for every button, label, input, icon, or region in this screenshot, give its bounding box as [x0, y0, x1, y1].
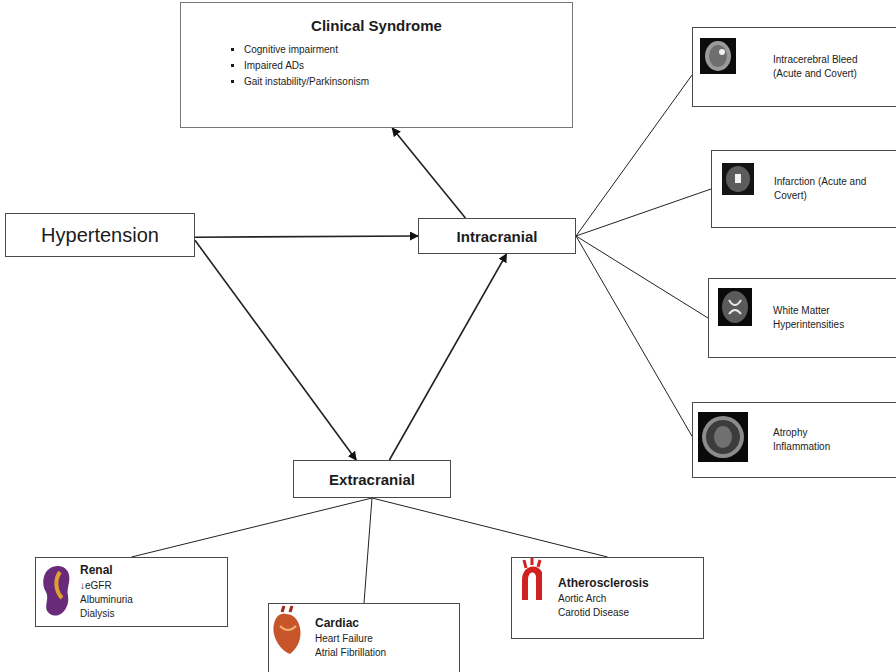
list-item: Impaired ADs	[191, 58, 562, 74]
organ-box: AtherosclerosisAortic ArchCarotid Diseas…	[511, 557, 704, 639]
box-content: Clinical SyndromeCognitive impairmentImp…	[191, 17, 562, 117]
box-content: Hypertension	[14, 218, 186, 252]
finding-label: White Matter Hyperintensities	[773, 304, 885, 332]
link-line	[364, 498, 372, 603]
kidney-icon	[43, 566, 69, 616]
list-item: Dialysis	[80, 607, 221, 621]
finding-label: Infarction (Acute and Covert)	[774, 175, 885, 203]
link-line	[372, 498, 608, 557]
link-line	[132, 498, 373, 557]
finding-label: Intracerebral Bleed (Acute and Covert)	[773, 53, 885, 81]
finding-box: Intracerebral Bleed (Acute and Covert)	[692, 27, 896, 107]
box-label: Hypertension	[14, 224, 186, 247]
box-content: CardiacHeart FailureAtrial Fibrillation	[315, 610, 453, 666]
box-title: Renal	[80, 563, 221, 577]
list-item: ↓eGFR	[80, 579, 221, 593]
box-content: Extracranial	[300, 465, 444, 493]
mri-wmh-icon	[718, 288, 752, 326]
box-content: Intracerebral Bleed (Acute and Covert)	[773, 34, 885, 100]
organ-box: Renal ↓eGFRAlbuminuriaDialysis	[35, 557, 228, 627]
box-content: AtrophyInflammation	[773, 409, 885, 471]
list-item: Aortic Arch	[558, 592, 697, 606]
box-title: Cardiac	[315, 616, 453, 630]
box-label: Extracranial	[300, 471, 444, 488]
ct-atrophy-icon	[698, 412, 748, 462]
category-box: Intracranial	[418, 218, 576, 254]
aorta-icon	[522, 558, 542, 600]
link-line	[576, 75, 692, 236]
finding-label: Atrophy	[773, 426, 885, 440]
link-line	[576, 189, 711, 236]
arrow-line	[195, 236, 418, 237]
arrow-line	[389, 254, 506, 460]
box-content: Infarction (Acute and Covert)	[774, 157, 885, 221]
list-item: Cognitive impairment	[191, 42, 562, 58]
box-content: Intracranial	[425, 223, 569, 249]
list-item: Heart Failure	[315, 632, 453, 646]
link-line	[576, 236, 708, 318]
box-content: Renal ↓eGFRAlbuminuriaDialysis	[80, 564, 221, 620]
arrow-line	[195, 240, 356, 460]
box-title: Clinical Syndrome	[191, 17, 562, 34]
finding-box: White Matter Hyperintensities	[708, 278, 896, 358]
list-item: Gait instability/Parkinsonism	[191, 74, 562, 90]
organ-box: CardiacHeart FailureAtrial Fibrillation	[268, 603, 460, 672]
bullet-dot	[231, 80, 234, 83]
list-item: Carotid Disease	[558, 606, 697, 620]
cause-box: Hypertension	[5, 213, 195, 257]
heart-icon	[274, 606, 301, 654]
mri-infarct-icon	[722, 163, 754, 195]
category-box: Extracranial	[293, 460, 451, 498]
box-label: Intracranial	[425, 228, 569, 245]
ct-bleed-icon	[700, 38, 736, 74]
box-content: White Matter Hyperintensities	[773, 285, 885, 351]
finding-box: AtrophyInflammation	[692, 402, 896, 478]
list-item: Albuminuria	[80, 593, 221, 607]
finding-label: Inflammation	[773, 440, 885, 454]
bullet-dot	[231, 48, 234, 51]
box-title: Atherosclerosis	[558, 576, 697, 590]
syndrome-box: Clinical SyndromeCognitive impairmentImp…	[180, 2, 573, 128]
bullet-dot	[231, 64, 234, 67]
arrow-line	[392, 128, 465, 218]
finding-box: Infarction (Acute and Covert)	[711, 150, 896, 228]
list-item: Atrial Fibrillation	[315, 646, 453, 660]
link-line	[576, 236, 692, 436]
box-content: AtherosclerosisAortic ArchCarotid Diseas…	[558, 564, 697, 632]
